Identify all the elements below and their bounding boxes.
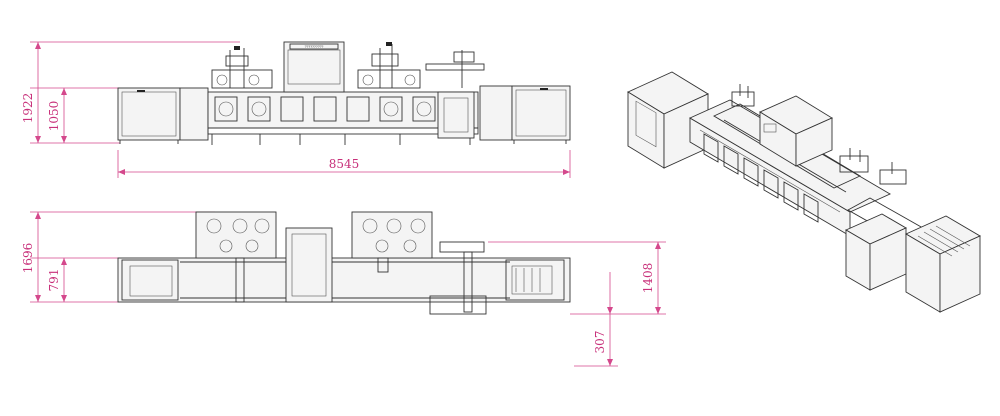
front-dimensions: 1922 1050 8545 — [21, 41, 571, 178]
dim-total-height: 1922 — [21, 93, 35, 124]
iso-tray — [917, 225, 971, 257]
dim-total-length: 8545 — [329, 157, 360, 171]
printer-unit: ?????????? — [283, 41, 345, 93]
right-gantry — [425, 50, 485, 139]
front-view: 1922 1050 8545 — [21, 41, 571, 178]
right-station — [351, 211, 487, 315]
dim-table-depth: 791 — [47, 269, 61, 292]
right-cabinet — [479, 85, 571, 144]
dim-right-depth: 1408 — [641, 263, 655, 294]
top-view: 1696 791 1408 307 — [21, 211, 666, 367]
iso-robots — [731, 84, 907, 185]
main-body — [207, 91, 479, 145]
left-cabinet — [117, 87, 209, 144]
printer-label: ?????????? — [305, 45, 324, 49]
dim-table-height: 1050 — [47, 101, 61, 132]
dim-offset: 307 — [593, 331, 607, 354]
left-robot — [211, 46, 273, 89]
dim-total-depth: 1696 — [21, 243, 35, 274]
conveyor-bed — [117, 257, 571, 303]
top-dimensions: 1696 791 1408 307 — [21, 211, 666, 367]
iso-windows — [703, 133, 819, 223]
iso-view — [627, 71, 981, 313]
left-station — [195, 211, 277, 303]
right-robot — [357, 42, 421, 89]
printer-top — [285, 227, 333, 303]
